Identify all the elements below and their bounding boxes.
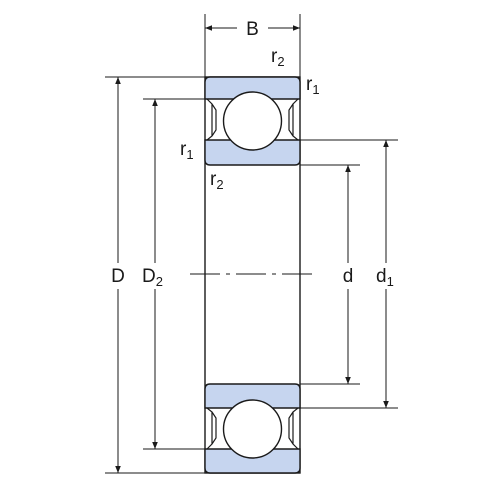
label-b: B bbox=[246, 19, 259, 40]
seal-left-top bbox=[206, 98, 217, 141]
outer-ring-bottom bbox=[204, 448, 301, 474]
label-r1-top: r1 bbox=[306, 74, 320, 97]
label-r2-top: r2 bbox=[271, 46, 285, 69]
ball-bottom bbox=[222, 399, 283, 459]
label-d2: D2 bbox=[142, 266, 163, 289]
label-d-outer: D bbox=[111, 266, 125, 287]
label-r1-left: r1 bbox=[180, 139, 194, 162]
inner-ring-top bbox=[204, 139, 301, 166]
ball-top bbox=[222, 91, 283, 151]
label-r2-bottom: r2 bbox=[210, 169, 224, 192]
seal-left-bottom bbox=[206, 407, 217, 450]
label-d1: d1 bbox=[376, 266, 394, 289]
label-d-bore: d bbox=[343, 266, 354, 287]
seal-right-top bbox=[288, 98, 299, 141]
outer-ring-top bbox=[204, 76, 301, 100]
seal-right-bottom bbox=[288, 407, 299, 450]
